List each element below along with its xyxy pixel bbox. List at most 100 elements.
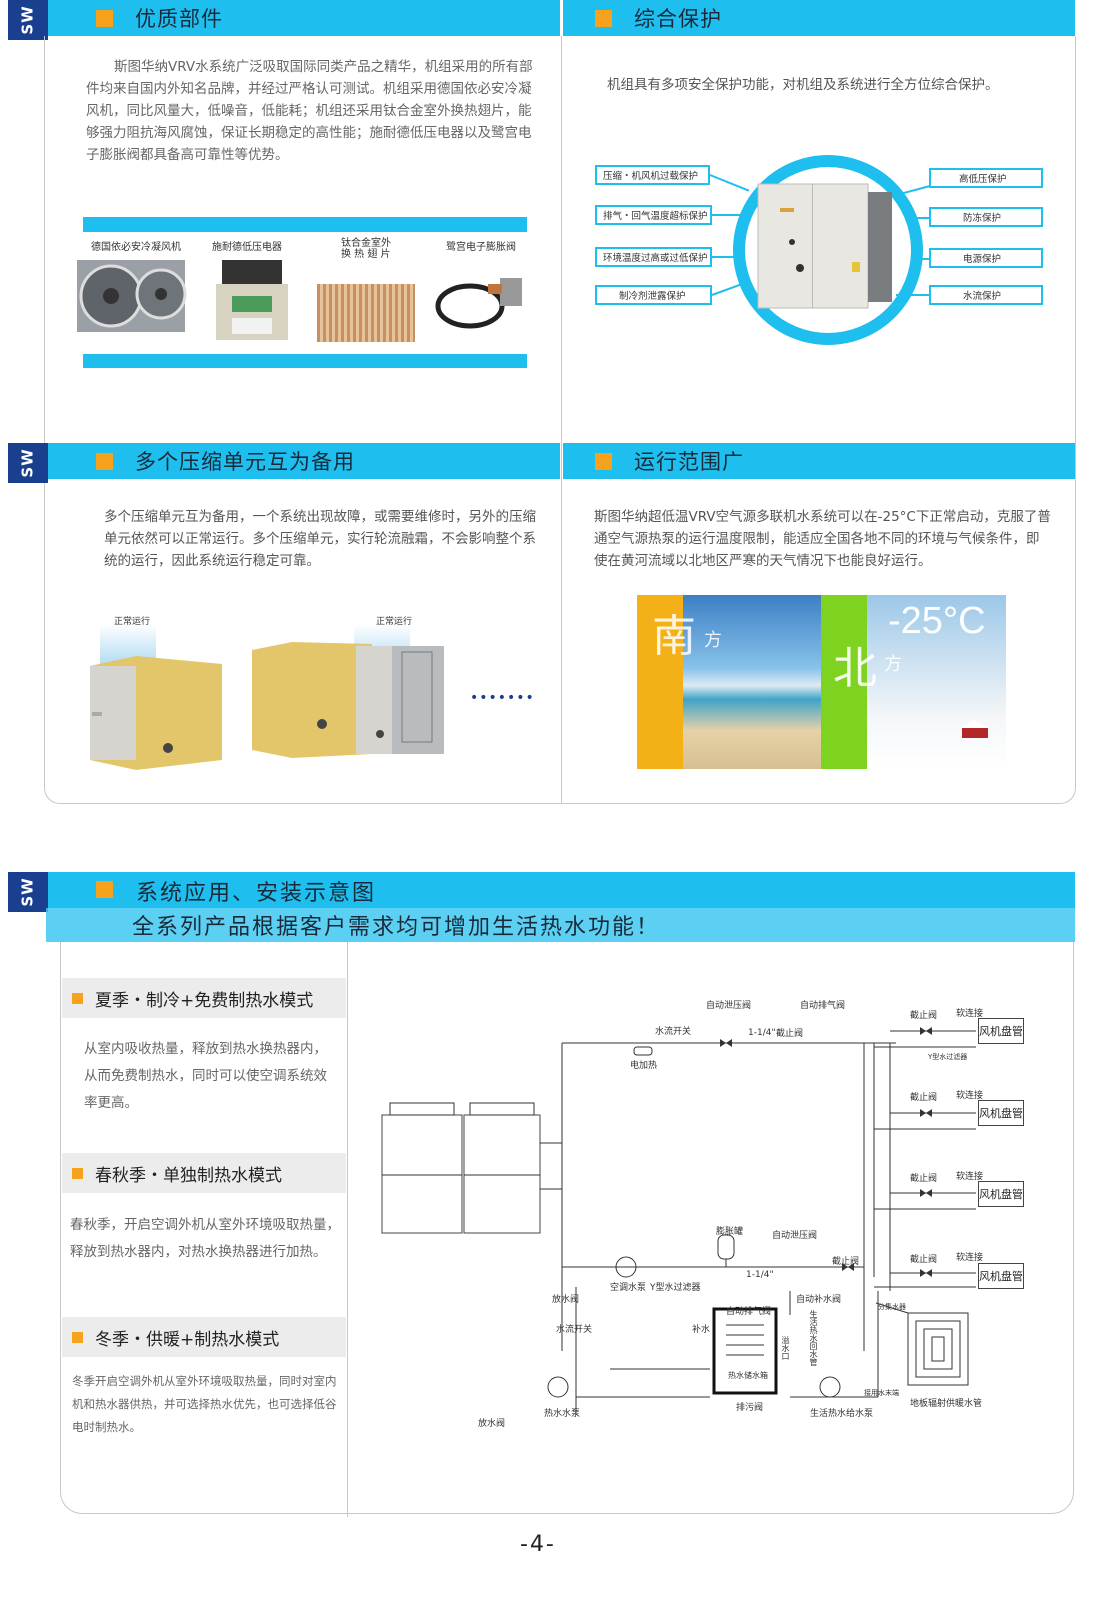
mode-text: 冬季开启空调外机从室外环境吸取热量，同时对室内机和热水器供热，并可选择热水优先，…	[72, 1374, 337, 1434]
diagram-label: 地板辐射供暖水管	[910, 1399, 983, 1409]
brand-logo: SW	[8, 0, 48, 40]
vertical-divider	[561, 36, 562, 804]
protection-item: 电源保护	[929, 248, 1043, 268]
fan-image	[77, 260, 187, 332]
diagram-label: 分集水器	[878, 1303, 906, 1311]
contactor-image	[216, 260, 288, 340]
diagram-label: 热水储水箱	[728, 1371, 768, 1380]
diagram-label: 软连接	[956, 1253, 984, 1263]
connector-line	[712, 214, 746, 216]
temperature-label: -25°C	[888, 600, 986, 642]
diagram-label: 接用水末端	[864, 1389, 899, 1397]
section-bar-range: 运行范围广	[563, 443, 1075, 479]
fan-coil: 风机盘管	[978, 1181, 1024, 1207]
brand-logo: SW	[8, 872, 48, 912]
mode-title: 春秋季・单独制热水模式	[95, 1165, 282, 1186]
diagram-label: 生活热水给水泵	[810, 1409, 874, 1419]
connector-line	[912, 258, 930, 260]
diagram-label: Y型水过滤器	[650, 1283, 701, 1293]
top-panel	[44, 36, 1076, 804]
diagram-label: 自动排气阀	[800, 1001, 846, 1011]
part-card-fins: 钛合金室外 换 热 翅 片	[315, 232, 417, 354]
diagram-label: 水流开关	[556, 1325, 593, 1335]
diagram-label: 自动泄压阀	[772, 1231, 818, 1241]
protection-text: 机组具有多项安全保护功能，对机组及系统进行全方位综合保护。	[607, 77, 999, 93]
south-small-char: 方	[704, 630, 722, 651]
diagram-label: 水流开关	[655, 1027, 692, 1037]
north-small-char: 方	[884, 654, 902, 675]
bullet-square	[96, 9, 113, 27]
diagram-label: 放水阀	[478, 1419, 506, 1429]
mode-text: 从室内吸收热量，释放到热水换热器内，从而免费制热水，同时可以使空调系统效率更高。	[84, 1041, 327, 1111]
application-header-bar	[48, 872, 1075, 908]
diagram-label: 放水阀	[552, 1295, 580, 1305]
part-label: 钛合金室外 换 热 翅 片	[341, 238, 391, 260]
protection-item: 环境温度过高或过低保护	[595, 247, 712, 267]
south-big-char: 南	[652, 611, 696, 662]
part-card-fan: 德国依必安冷凝风机	[75, 232, 187, 354]
run-label: 正常运行	[376, 617, 413, 627]
application-title: 系统应用、安装示意图	[136, 881, 377, 906]
quality-text: 斯图华纳VRV水系统广泛吸取国际同类产品之精华，机组采用的所有部件均来自国内外知…	[86, 59, 533, 163]
connector-line	[896, 294, 930, 296]
part-card-contactor: 施耐德低压电器	[202, 232, 302, 354]
diagram-label: 截止阀	[910, 1093, 938, 1103]
diagram-label: 电加热	[630, 1061, 658, 1071]
diagram-label: 软连接	[956, 1009, 984, 1019]
protection-item: 高低压保护	[929, 168, 1043, 188]
diagram-label: 膨胀罐	[716, 1227, 744, 1237]
diagram-label: Y型水过滤器	[928, 1053, 968, 1061]
bullet-square	[96, 452, 113, 470]
more-dots: •••••••	[470, 690, 535, 706]
diagram-label: 截止阀	[832, 1257, 860, 1267]
connector-line	[912, 217, 930, 219]
protection-item: 压缩・机风机过载保护	[595, 165, 710, 185]
mode-winter: 冬季・供暖+制热水模式	[62, 1317, 346, 1357]
application-subtitle-bar	[46, 908, 1075, 942]
application-panel	[60, 942, 1074, 1514]
diagram-label: 1-1/4"	[748, 1028, 776, 1038]
fan-coil: 风机盘管	[978, 1018, 1024, 1044]
part-label: 德国依必安冷凝风机	[91, 242, 181, 253]
range-text: 斯图华纳超低温VRV空气源多联机水系统可以在-25°C下正常启动，克服了普通空气…	[594, 509, 1051, 569]
diagram-label: 生活热水回水管	[809, 1310, 818, 1366]
protection-item: 排气・回气温度超标保护	[595, 205, 712, 225]
fan-coil: 风机盘管	[978, 1100, 1024, 1126]
bullet-square	[96, 881, 113, 898]
section-title: 运行范围广	[634, 450, 744, 474]
connector-line	[712, 256, 742, 258]
diagram-label: 自动排气阀	[726, 1307, 772, 1317]
section-bar-backup: 多个压缩单元互为备用	[48, 443, 560, 479]
section-bar-quality: 优质部件	[48, 0, 560, 36]
brand-logo: SW	[8, 443, 48, 483]
diagram-label: 截止阀	[776, 1029, 804, 1039]
bullet-square	[72, 1167, 83, 1179]
run-label: 正常运行	[114, 617, 151, 627]
north-color-bar	[821, 595, 867, 769]
bullet-square	[595, 452, 612, 470]
protection-item: 制冷剂泄露保护	[595, 285, 712, 305]
fins-image	[317, 284, 415, 342]
north-snow-image	[867, 595, 1006, 769]
south-beach-image	[683, 595, 821, 769]
bullet-square	[595, 9, 612, 27]
application-subtitle: 全系列产品根据客户需求均可增加生活热水功能！	[132, 915, 661, 940]
part-label: 施耐德低压电器	[212, 242, 282, 253]
heat-pump-unit-image	[757, 183, 892, 309]
section-bar-protection: 综合保护	[563, 0, 1075, 36]
bullet-square	[72, 992, 83, 1004]
diagram-label: 截止阀	[910, 1011, 938, 1021]
diagram-label: 空调水泵	[610, 1283, 647, 1293]
diagram-label: 1-1/4"	[746, 1270, 774, 1280]
diagram-label: 截止阀	[910, 1174, 938, 1184]
diagram-label: 截止阀	[910, 1255, 938, 1265]
page-number: -4-	[520, 1532, 556, 1557]
part-card-valve: 鹭宫电子膨胀阀	[430, 232, 530, 354]
diagram-label: 自动补水阀	[796, 1295, 842, 1305]
section-title: 多个压缩单元互为备用	[135, 450, 355, 474]
diagram-label: 溢水口	[781, 1336, 790, 1360]
north-big-char: 北	[833, 643, 877, 694]
vertical-divider	[347, 942, 348, 1517]
diagram-label: 软连接	[956, 1091, 984, 1101]
part-label: 鹭宫电子膨胀阀	[446, 242, 516, 253]
